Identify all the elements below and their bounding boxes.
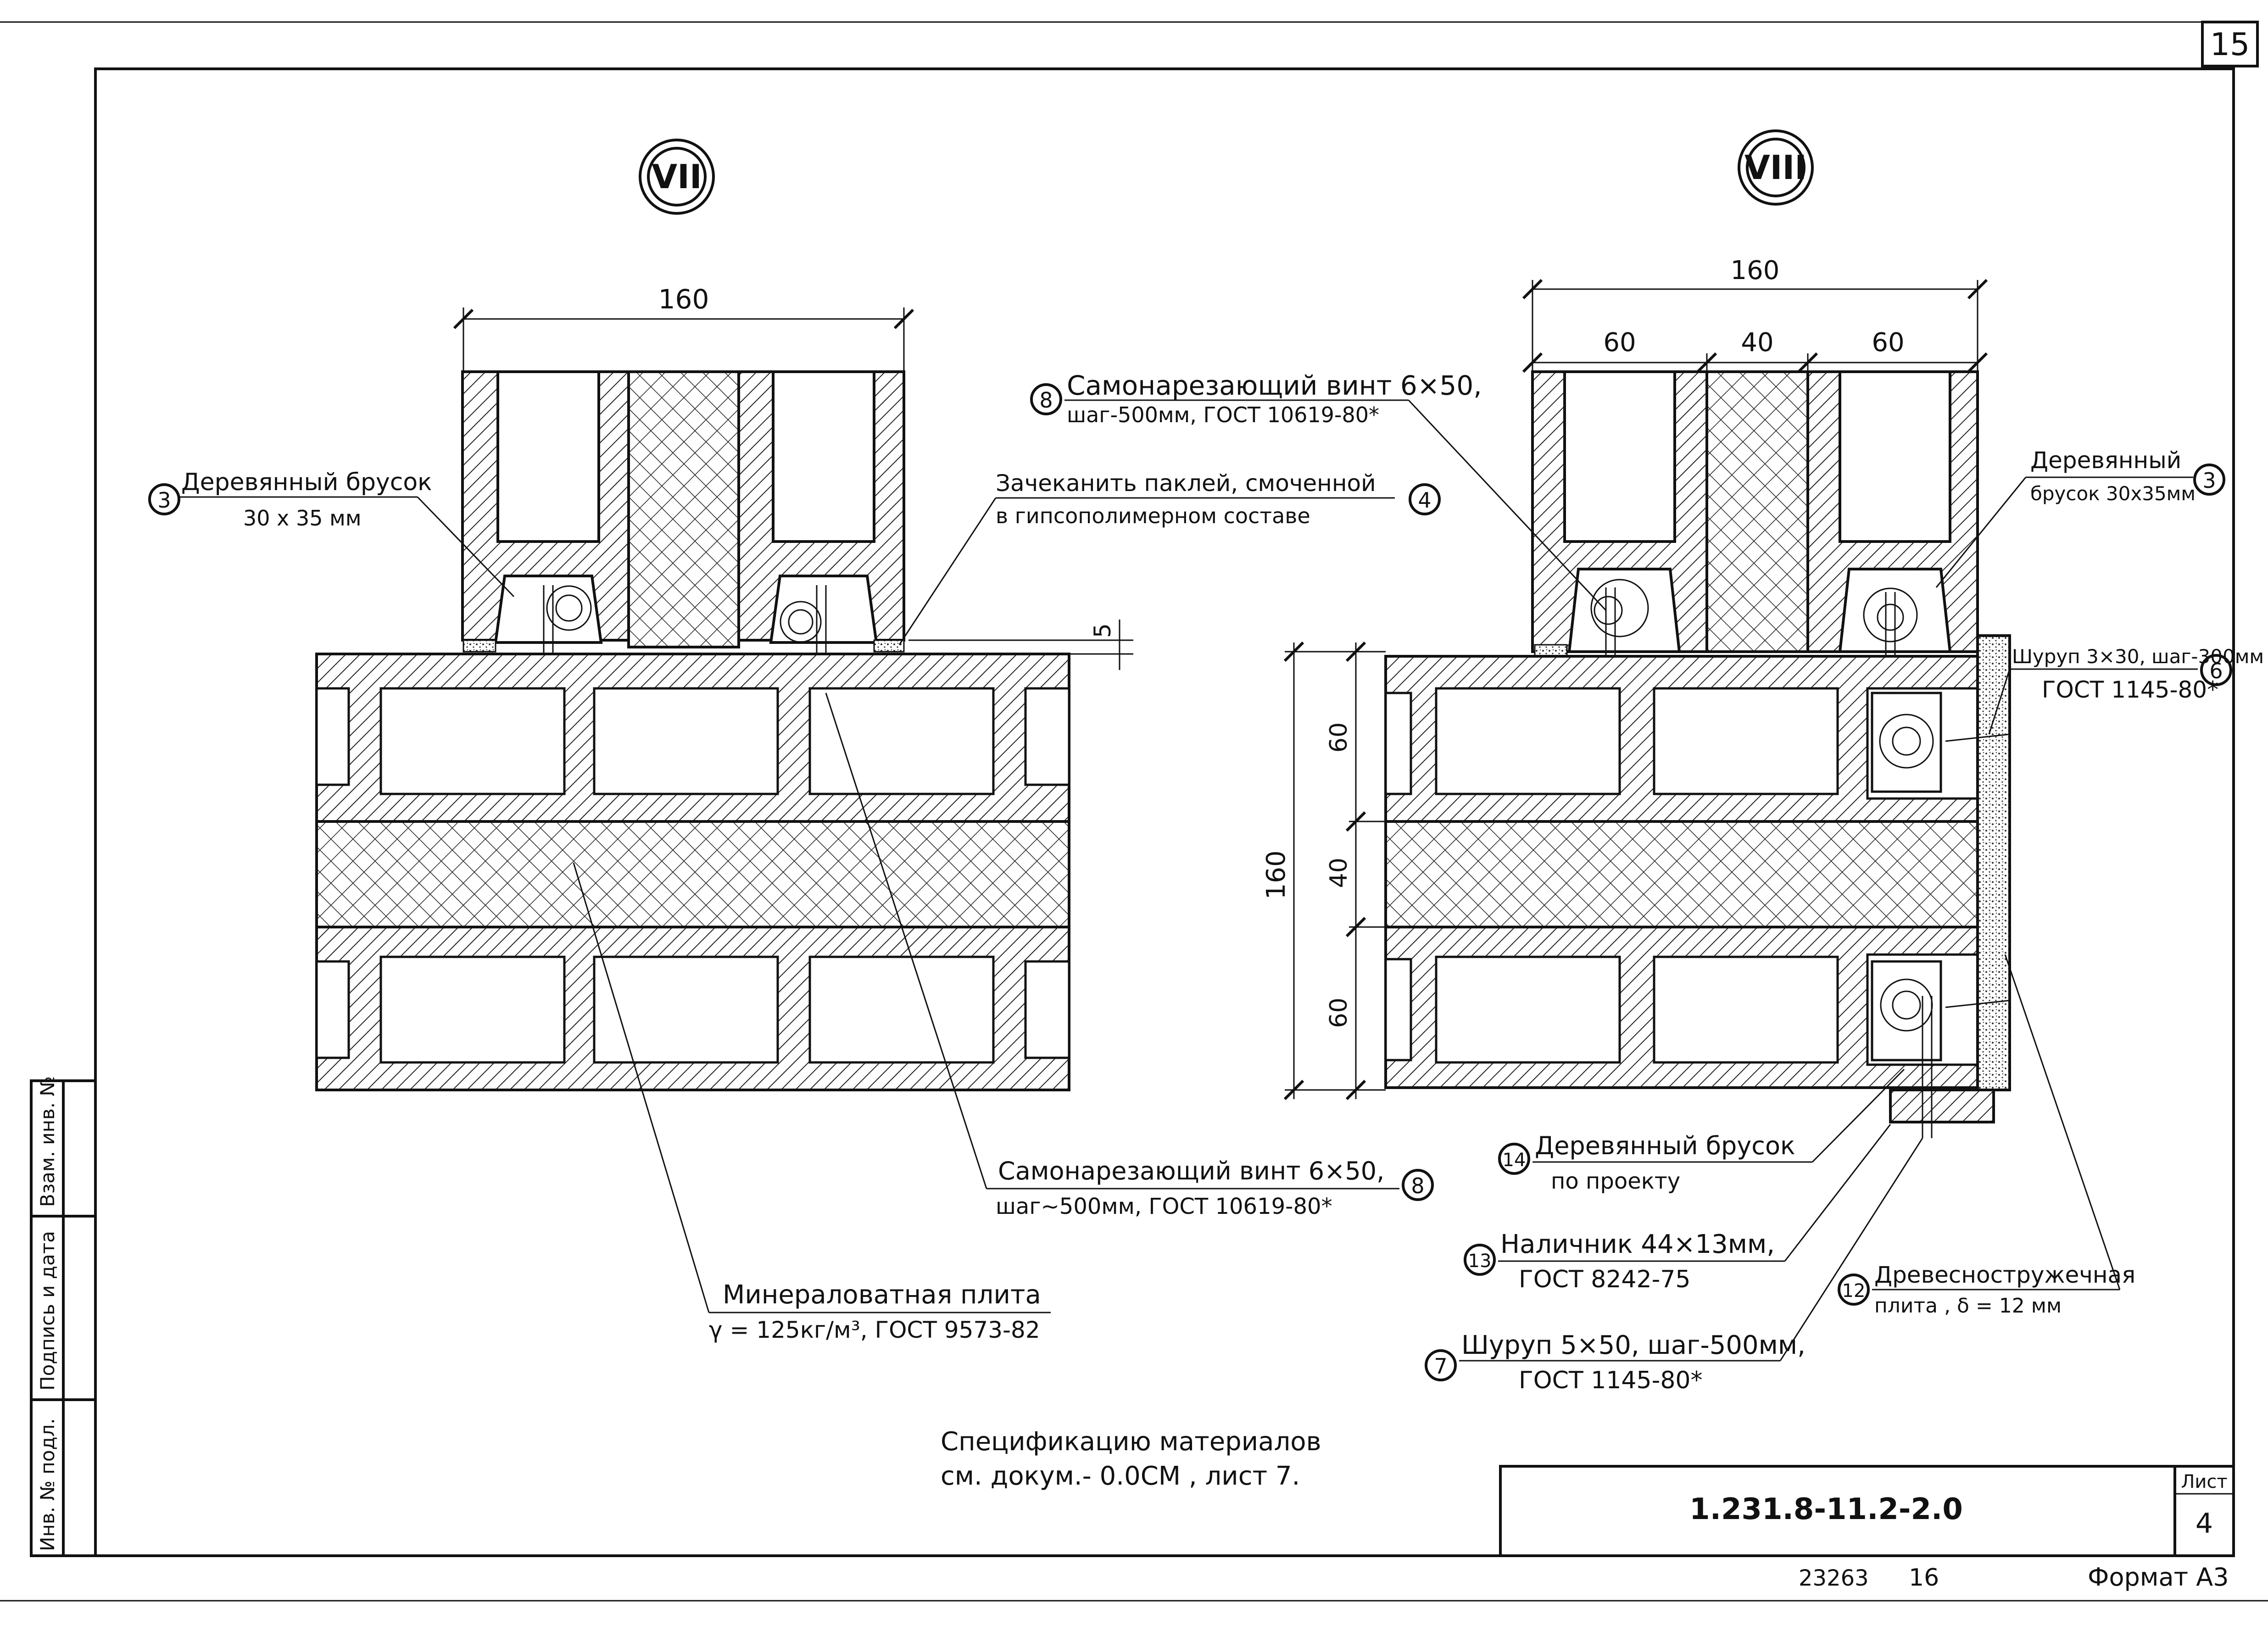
callout-3-right-line1: Деревянный (2030, 447, 2181, 474)
callout-12-line2: плита , δ = 12 мм (1874, 1294, 2062, 1318)
callout-8-bottom-line2: шаг~500мм, ГОСТ 10619-80* (996, 1194, 1332, 1219)
callout-13-line2: ГОСТ 8242-75 (1519, 1266, 1691, 1293)
vii-upper-wall (461, 370, 905, 707)
dim-gap-5-label: 5 (1089, 623, 1116, 638)
list-number: 4 (2196, 1508, 2213, 1540)
svg-text:4: 4 (1418, 488, 1431, 513)
callout-6-line1: Шуруп 3×30, шаг-300мм (2012, 645, 2264, 668)
callout-4-line2: в гипсополимерном составе (996, 503, 1310, 528)
section-viii: VIII 160 60 40 60 (1030, 129, 2264, 1394)
callout-3-right: Деревянный брусок 30x35мм 3 (1935, 447, 2225, 588)
spec-note: Спецификацию материалов см. докум.- 0.0С… (941, 1427, 1321, 1491)
viii-horizontal-wall (1384, 634, 2011, 1138)
stamp-vzam-inv: Взам. инв. № (36, 1076, 59, 1207)
callout-7-line1: Шуруп 5×50, шаг-500мм, (1461, 1330, 1805, 1360)
dim-viii-40: 40 (1741, 328, 1773, 358)
trim-molding (1889, 1089, 1995, 1123)
sheet-frame: 15 (0, 21, 2268, 1602)
section-viii-marker: VIII (1738, 129, 1814, 206)
callout-14: 14 Деревянный брусок по проекту (1498, 1068, 1905, 1194)
dim-vii-top: 160 (453, 284, 914, 376)
svg-text:3: 3 (2202, 468, 2216, 493)
dim-viii-top: 160 60 40 60 (1522, 256, 1988, 376)
callout-8-top: 8 Самонарезающий винт 6×50, шаг-500мм, Г… (1030, 370, 1607, 611)
viii-wood-block-2 (1863, 587, 1918, 665)
callout-mineral-line2: γ = 125кг/м³, ГОСТ 9573-82 (709, 1317, 1040, 1343)
spec-note-line2: см. докум.- 0.0СМ , лист 7. (941, 1461, 1300, 1491)
svg-text:7: 7 (1434, 1354, 1447, 1379)
callout-mineral: Минераловатная плита γ = 125кг/м³, ГОСТ … (573, 862, 1051, 1343)
dim-viii-60a: 60 (1603, 328, 1636, 358)
callout-3-left: 3 Деревянный брусок 30 x 35 мм (148, 469, 515, 598)
callout-7-line2: ГОСТ 1145-80* (1519, 1367, 1703, 1394)
callout-14-line2: по проекту (1551, 1168, 1680, 1194)
sheet-number-box (2201, 21, 2259, 67)
dim-viii-60b: 60 (1872, 328, 1904, 358)
dim-gap-5: 5 (908, 620, 1133, 670)
sheet-number: 15 (2210, 27, 2250, 63)
dim-viii-vert-60b: 60 (1325, 998, 1353, 1028)
callout-14-line1: Деревянный брусок (1535, 1131, 1795, 1160)
particle-board (1976, 634, 2011, 1091)
section-vii-marker: VII (639, 139, 715, 215)
stamp-podpis-data: Подпись и дата (36, 1231, 59, 1391)
copy-number: 16 (1909, 1564, 1939, 1592)
svg-text:14: 14 (1503, 1150, 1526, 1171)
footer: 23263 16 Формат А3 (1799, 1563, 2229, 1592)
list-label: Лист (2181, 1471, 2227, 1492)
callout-3-left-line1: Деревянный брусок (181, 469, 432, 496)
callout-4: Зачеканить паклей, смоченной в гипсополи… (898, 470, 1441, 645)
inventory-number: 23263 (1799, 1565, 1869, 1591)
callout-8-bottom-line1: Самонарезающий винт 6×50, (998, 1156, 1384, 1185)
dim-viii-vert-40: 40 (1325, 858, 1353, 888)
viii-upper-wall (1531, 370, 1979, 707)
approval-stamp: Инв. № подл. Подпись и дата Взам. инв. № (30, 1076, 97, 1557)
title-block: 1.231.8-11.2-2.0 Лист 4 (1499, 1465, 2235, 1557)
stamp-inv-podl: Инв. № подл. (36, 1418, 59, 1551)
callout-3-right-line2: брусок 30x35мм (2030, 482, 2196, 505)
dim-vii-160: 160 (658, 284, 709, 315)
viii-wood-block-3 (1871, 692, 1942, 793)
dim-viii-160: 160 (1731, 256, 1780, 285)
format-label: Формат А3 (2088, 1563, 2229, 1592)
callout-8-top-line2: шаг-500мм, ГОСТ 10619-80* (1067, 402, 1379, 427)
vii-horizontal-wall (315, 653, 1070, 1091)
dim-viii-vertical: 160 60 40 60 (1261, 641, 1386, 1101)
callout-8-top-line1: Самонарезающий винт 6×50, (1067, 370, 1482, 401)
callout-6-line2: ГОСТ 1145-80* (2042, 676, 2218, 703)
svg-text:13: 13 (1468, 1251, 1492, 1272)
svg-text:6: 6 (2209, 659, 2223, 683)
svg-text:8: 8 (1039, 388, 1053, 413)
callout-12-line1: Древесностружечная (1874, 1262, 2135, 1288)
callout-6: Шуруп 3×30, шаг-300мм ГОСТ 1145-80* 6 (1988, 645, 2264, 735)
doc-code: 1.231.8-11.2-2.0 (1689, 1492, 1963, 1526)
callout-8-bottom: Самонарезающий винт 6×50, шаг~500мм, ГОС… (825, 693, 1434, 1219)
section-viii-label: VIII (1744, 148, 1807, 187)
callout-12: 12 Древесностружечная плита , δ = 12 мм (1838, 954, 2135, 1318)
callout-7: 7 Шуруп 5×50, шаг-500мм, ГОСТ 1145-80* (1425, 1138, 1923, 1394)
section-vii-label: VII (652, 157, 702, 196)
callout-4-line1: Зачеканить паклей, смоченной (996, 470, 1376, 497)
svg-text:3: 3 (157, 488, 171, 513)
spec-note-line1: Спецификацию материалов (941, 1427, 1321, 1457)
svg-text:8: 8 (1411, 1173, 1424, 1198)
dim-viii-vert-60a: 60 (1325, 722, 1353, 753)
section-vii: VII 160 (148, 139, 1441, 1343)
callout-mineral-line1: Минераловатная плита (723, 1280, 1041, 1310)
callout-13-line1: Наличник 44×13мм, (1500, 1229, 1775, 1259)
callout-13: 13 Наличник 44×13мм, ГОСТ 8242-75 (1464, 1124, 1891, 1293)
callout-3-left-line2: 30 x 35 мм (243, 506, 362, 531)
svg-text:12: 12 (1842, 1280, 1866, 1302)
viii-wood-block-4 (1871, 960, 1942, 1061)
dim-viii-vert-160: 160 (1261, 850, 1291, 899)
